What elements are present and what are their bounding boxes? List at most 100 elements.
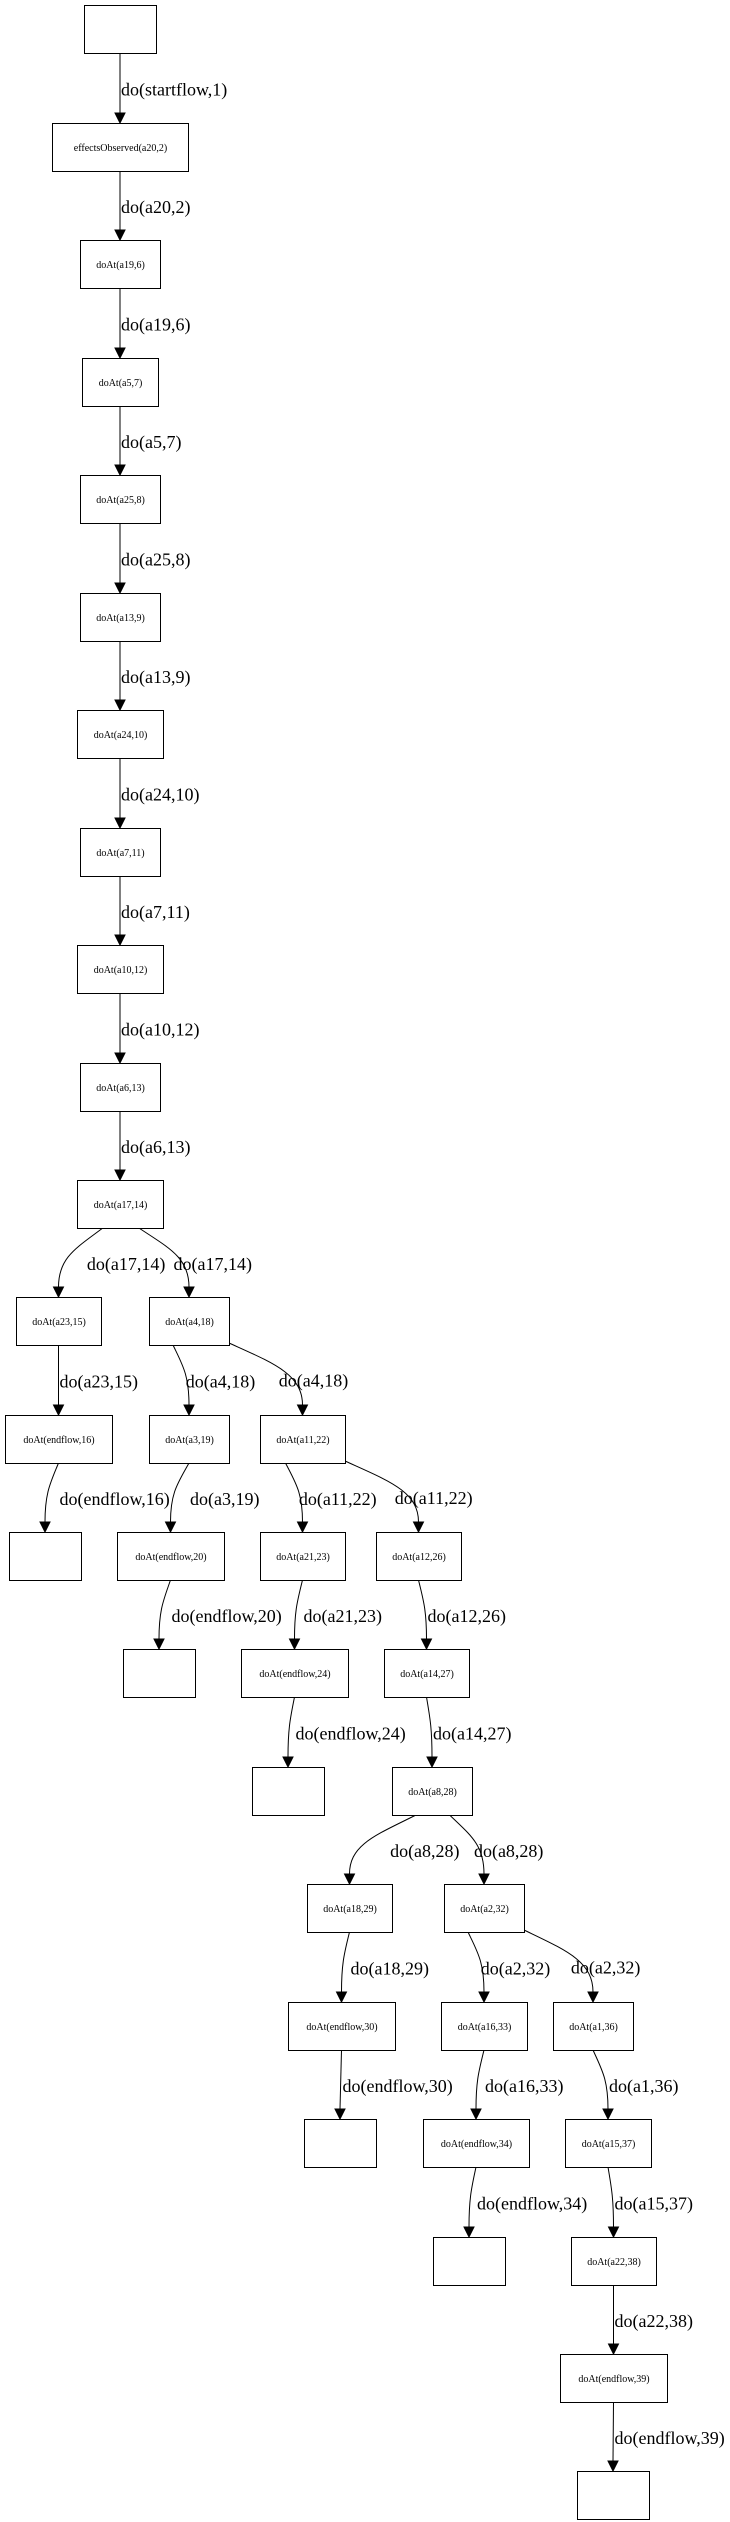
edge-line (475, 2049, 485, 2110)
arrowhead-icon (52, 1286, 65, 1299)
arrowhead-icon (114, 934, 126, 947)
node-label: doAt(a12,26) (392, 1552, 446, 1563)
edge-label: do(a1,36) (609, 2076, 678, 2097)
nodes-layer: effectsObserved(a20,2)doAt(a19,6)doAt(a5… (5, 5, 668, 2520)
node-label: doAt(a14,27) (400, 1669, 454, 1680)
arrowhead-icon (39, 1521, 51, 1534)
node-box (384, 1649, 470, 1698)
node-box (149, 1297, 230, 1346)
arrowhead-icon (335, 1991, 348, 2004)
edge-label: do(a8,28) (390, 1841, 459, 1862)
graph-node: doAt(endflow,16) (5, 1415, 113, 1464)
edge-line (285, 1462, 303, 1523)
node-box (560, 2354, 668, 2403)
graph-node: doAt(a3,19) (149, 1415, 230, 1464)
node-box (77, 1180, 164, 1229)
node-box (441, 2002, 528, 2051)
node-label: doAt(endflow,16) (23, 1435, 94, 1446)
arrowhead-icon (114, 464, 126, 477)
edge-label: do(a17,14) (87, 1254, 165, 1275)
node-box (260, 1415, 346, 1464)
node-box (565, 2119, 652, 2168)
edge-label: do(endflow,39) (615, 2428, 725, 2449)
edge-line (341, 1931, 350, 1993)
node-box (82, 358, 159, 407)
node-box (553, 2002, 634, 2051)
node-label: doAt(a19,6) (96, 260, 145, 271)
node-box (16, 1297, 102, 1346)
node-label: doAt(a7,11) (96, 848, 144, 859)
graph-node: doAt(endflow,20) (117, 1532, 225, 1581)
edge-line (468, 2166, 477, 2228)
node-label: doAt(a25,8) (96, 495, 145, 506)
node-box (123, 1649, 196, 1698)
edge-label: do(a11,22) (395, 1488, 473, 1509)
edge-label: do(a15,37) (615, 2193, 693, 2214)
arrowhead-icon (296, 1404, 309, 1417)
arrowhead-icon (52, 1404, 65, 1417)
edge-label: do(a3,19) (190, 1489, 259, 1510)
edge-label: do(a7,11) (121, 902, 190, 923)
arrowhead-icon (478, 1991, 490, 2004)
edge-label: do(a12,26) (428, 1606, 506, 1627)
node-box (117, 1532, 225, 1581)
node-box (241, 1649, 349, 1698)
arrowhead-icon (282, 1756, 294, 1769)
arrowhead-icon (420, 1638, 433, 1651)
arrowhead-icon (412, 1521, 425, 1534)
node-label: doAt(a18,29) (323, 1904, 377, 1915)
arrowhead-icon (602, 2108, 614, 2121)
arrowhead-icon (470, 2108, 482, 2121)
edge-label: do(a24,10) (121, 784, 199, 805)
graph-node: doAt(a1,36) (553, 2002, 634, 2051)
edge-label: do(endflow,30) (343, 2076, 453, 2097)
arrowhead-icon (296, 1521, 309, 1534)
node-box (577, 2471, 650, 2520)
graph-node: doAt(endflow,39) (560, 2354, 668, 2403)
edge-label: do(a5,7) (121, 432, 181, 453)
arrowhead-icon (607, 2343, 620, 2356)
edge-label: do(endflow,20) (172, 1606, 282, 1627)
node-label: doAt(endflow,34) (441, 2139, 512, 2150)
edge-line (344, 1460, 419, 1523)
node-label: doAt(a8,28) (408, 1787, 457, 1798)
arrowhead-icon (114, 582, 126, 595)
graph-node: doAt(a19,6) (80, 240, 161, 289)
edge-label: do(a4,18) (279, 1370, 348, 1391)
arrowhead-icon (153, 1638, 165, 1651)
graph-node-empty (84, 5, 157, 54)
edge-label: do(a2,32) (571, 1957, 640, 1978)
node-box (288, 2002, 396, 2051)
arrowhead-icon (288, 1638, 301, 1651)
graph-node: doAt(a4,18) (149, 1297, 230, 1346)
edge-line (138, 1227, 190, 1288)
node-label: doAt(endflow,20) (135, 1552, 206, 1563)
graph-node-empty (9, 1532, 82, 1581)
edges-layer: do(startflow,1)do(a20,2)do(a19,6)do(a5,7… (39, 53, 725, 2473)
graph-node: doAt(a17,14) (77, 1180, 164, 1229)
node-label: doAt(a6,13) (96, 1083, 145, 1094)
node-label: doAt(a2,32) (460, 1904, 509, 1915)
edge-line (523, 1929, 594, 1993)
node-box (423, 2119, 530, 2168)
node-box (77, 710, 164, 759)
arrowhead-icon (114, 817, 126, 830)
edge-label: do(a19,6) (121, 314, 190, 335)
edge-label: do(a25,8) (121, 549, 190, 570)
node-box (304, 2119, 377, 2168)
node-box (52, 123, 189, 172)
edge-label: do(startflow,1) (121, 79, 227, 100)
edge-label: do(a11,22) (299, 1489, 377, 1510)
graph-node: doAt(a25,8) (80, 475, 161, 524)
node-box (84, 5, 157, 54)
arrowhead-icon (587, 1991, 599, 2004)
graph-node: doAt(a8,28) (392, 1767, 473, 1816)
graph-node: doAt(endflow,34) (423, 2119, 530, 2168)
arrowhead-icon (114, 1052, 126, 1065)
edge-label: do(a18,29) (351, 1958, 429, 1979)
edge-label: do(a2,32) (481, 1958, 550, 1979)
arrowhead-icon (478, 1873, 490, 1886)
graph-node: doAt(a5,7) (82, 358, 159, 407)
node-label: doAt(a15,37) (582, 2139, 636, 2150)
